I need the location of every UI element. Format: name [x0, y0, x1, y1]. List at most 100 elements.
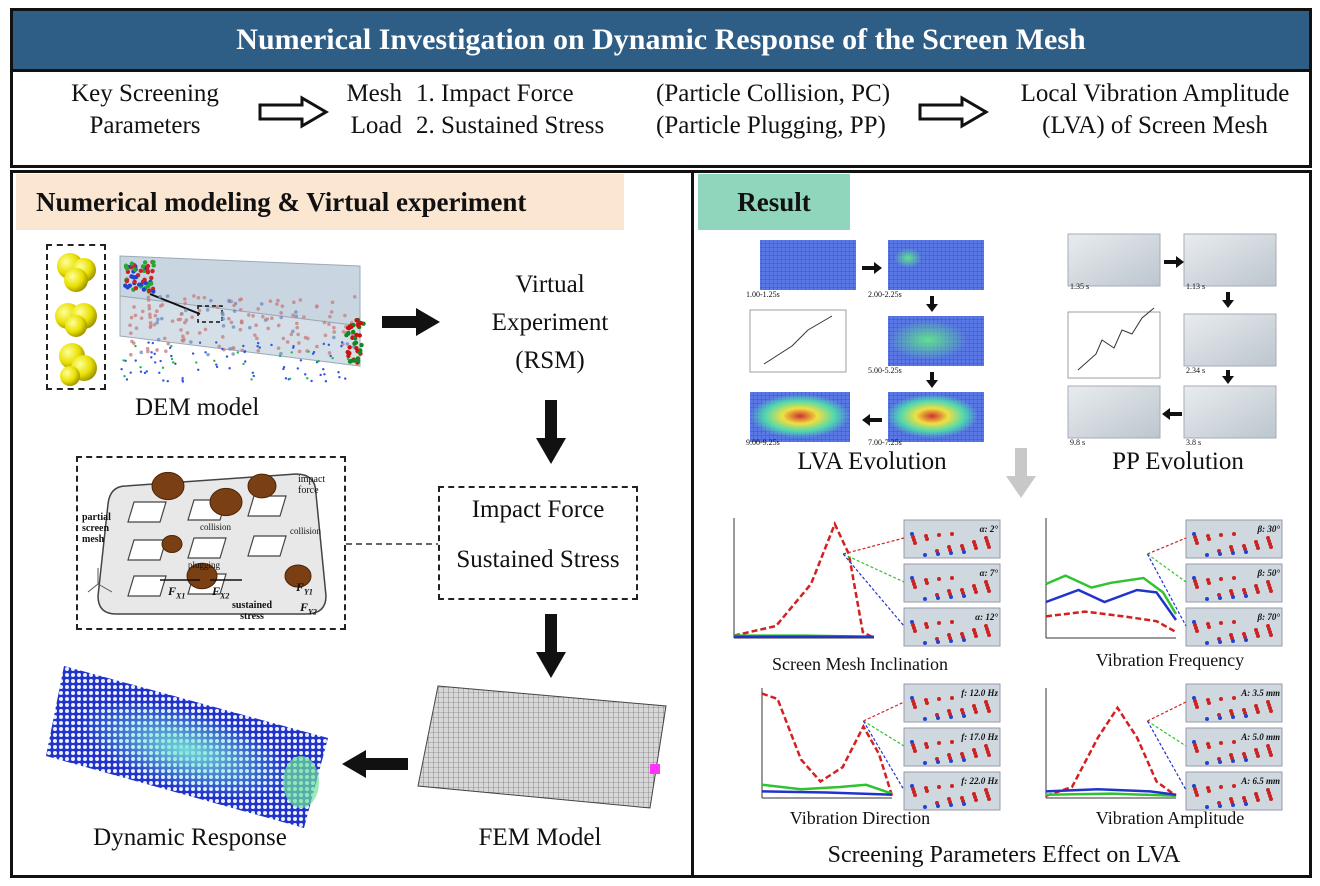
thumb-particle	[949, 595, 953, 599]
dem-particle	[323, 333, 328, 338]
dem-undersize-particle	[284, 377, 288, 380]
dem-particle	[156, 317, 160, 322]
thumb-particle	[1205, 597, 1209, 601]
dem-undersize-particle	[134, 359, 137, 362]
thumb-particle	[1218, 640, 1222, 644]
dem-outlet-particle	[357, 333, 362, 338]
param-tag: β: 30°	[1257, 524, 1281, 534]
pp-time-2: 1.13 s	[1186, 282, 1206, 291]
dem-particle	[139, 350, 144, 355]
dem-feed-particle	[143, 280, 148, 286]
dem-undersize-particle	[174, 362, 177, 365]
dem-particle	[131, 341, 136, 345]
dem-particle	[148, 321, 153, 325]
dem-undersize-particle	[143, 371, 147, 375]
collision-label: collision	[200, 522, 231, 532]
screen-mesh-schematic-box	[76, 456, 346, 630]
thumb-particle	[937, 741, 941, 745]
dem-particle	[156, 337, 161, 342]
plot-link-line	[842, 553, 905, 583]
thumb-particle	[1218, 596, 1222, 600]
dem-feed-particle	[125, 285, 130, 290]
mesh-particle	[151, 471, 185, 501]
force-fy1-label: FY1	[296, 580, 313, 597]
dem-particle	[209, 298, 213, 303]
dem-undersize-particle	[270, 343, 273, 347]
thumb-particle	[1231, 759, 1235, 763]
dem-particle	[332, 335, 336, 340]
dem-outlet-particle	[354, 317, 359, 323]
plot-curve	[1045, 705, 1177, 797]
page-title: Numerical Investigation on Dynamic Respo…	[10, 8, 1312, 72]
dem-undersize-particle	[225, 355, 229, 358]
param-tag: β: 50°	[1257, 568, 1281, 578]
lva-line1: Local Vibration Amplitude	[1020, 80, 1290, 107]
dem-undersize-particle	[290, 351, 293, 354]
dem-particle	[146, 349, 150, 354]
dem-particle	[246, 313, 251, 317]
dem-particle	[140, 309, 145, 314]
axis-x	[87, 583, 99, 593]
thumb-particle	[913, 629, 917, 633]
dem-particle	[197, 331, 202, 335]
thumb-particle	[949, 639, 953, 643]
plot-curve	[1045, 574, 1178, 615]
dem-particle	[227, 316, 231, 321]
thumb-particle	[937, 533, 941, 537]
lva-time-5: 9.00-9.25s	[746, 438, 780, 447]
dem-particle	[155, 348, 159, 352]
dem-outlet-particle	[353, 340, 359, 345]
dem-undersize-particle	[251, 371, 255, 375]
param-tag: A: 5.0 mm	[1240, 732, 1280, 742]
key-params-line2: Parameters	[89, 112, 201, 139]
dem-particle	[315, 344, 319, 349]
dem-particle	[145, 346, 150, 351]
dem-particle	[256, 349, 261, 353]
dem-undersize-particle	[204, 351, 207, 354]
thumb-particle	[962, 550, 966, 554]
thumb-particle	[923, 641, 927, 645]
plot-link-line	[1146, 553, 1187, 627]
dem-particle	[330, 300, 335, 305]
thumb-particle	[923, 805, 927, 809]
thumb-particle	[925, 581, 929, 585]
item-pp-paren: (Particle Plugging, PP)	[656, 112, 886, 139]
thumb-particle	[1207, 625, 1211, 629]
thumb-particle	[1219, 577, 1223, 581]
dem-outlet-particle	[358, 320, 364, 326]
thumb-particle	[1256, 546, 1260, 550]
dem-feed-particle	[145, 268, 150, 273]
param-tag: α: 2°	[980, 524, 999, 534]
mesh-label: Mesh	[346, 80, 402, 107]
thumb-particle	[936, 716, 940, 720]
dem-particle	[203, 327, 208, 332]
dem-particle	[146, 298, 151, 302]
thumb-particle	[1232, 620, 1236, 624]
sustained-stress-small-label: sustained stress	[232, 600, 272, 622]
thumb-particle	[1231, 803, 1235, 807]
dem-particle	[296, 332, 300, 337]
plot-link-line	[843, 537, 905, 555]
dem-undersize-particle	[329, 354, 332, 358]
thumb-particle	[1195, 793, 1199, 797]
plot-link-line	[1147, 537, 1187, 555]
force-fy2-label: FY2	[300, 600, 317, 617]
dem-feed-particle	[124, 278, 130, 284]
dem-feed-particle	[142, 260, 148, 265]
inclination-label: Screen Mesh Inclination	[772, 654, 948, 674]
frequency-label: Vibration Frequency	[1095, 650, 1245, 670]
thumb-particle	[936, 596, 940, 600]
dem-particle	[315, 304, 319, 309]
param-tag: β: 70°	[1257, 612, 1281, 622]
dem-particle	[275, 302, 279, 306]
param-tag: f: 12.0 Hz	[961, 688, 998, 698]
dem-particle	[183, 301, 188, 306]
dem-feed-particle	[149, 275, 154, 281]
dem-undersize-particle	[139, 365, 142, 369]
dem-feed-particle	[129, 274, 134, 279]
dem-undersize-particle	[242, 344, 245, 348]
thumb-particle	[1205, 641, 1209, 645]
dem-particle	[196, 295, 201, 300]
thumb-particle	[1218, 804, 1222, 808]
